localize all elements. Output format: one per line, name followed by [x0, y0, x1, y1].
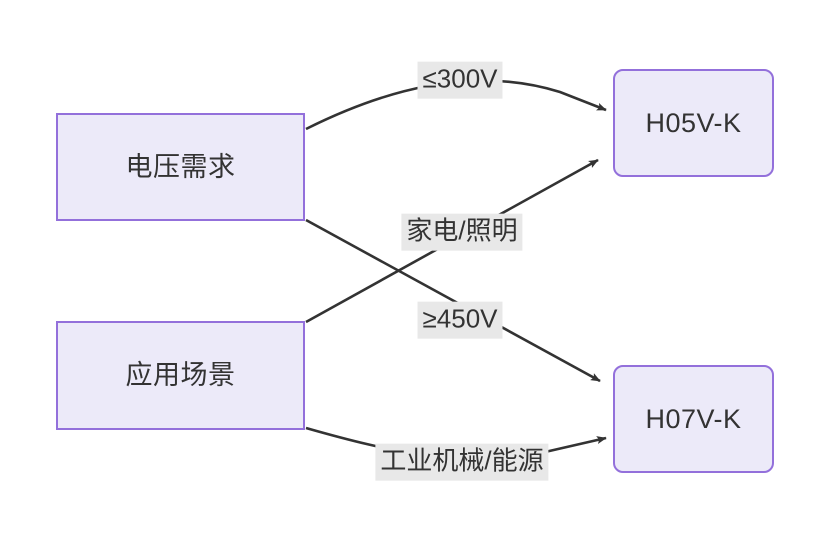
edge-voltage-to-h07vk [305, 218, 601, 383]
edge-label-application-h05vk: 家电/照明 [401, 213, 523, 251]
node-h05vk-label: H05V-K [645, 107, 742, 138]
node-voltage[interactable]: 电压需求 [56, 113, 305, 221]
node-voltage-label: 电压需求 [125, 151, 236, 182]
node-h05vk[interactable]: H05V-K [613, 69, 774, 177]
edge-label-voltage-h05vk: ≤300V [417, 61, 503, 99]
node-application[interactable]: 应用场景 [56, 321, 305, 430]
edge-label-voltage-h07vk: ≥450V [417, 301, 503, 339]
edge-label-application-h07vk: 工业机械/能源 [375, 443, 549, 481]
node-h07vk-label: H07V-K [645, 403, 742, 434]
node-application-label: 应用场景 [125, 360, 236, 390]
node-h07vk[interactable]: H07V-K [613, 365, 774, 473]
